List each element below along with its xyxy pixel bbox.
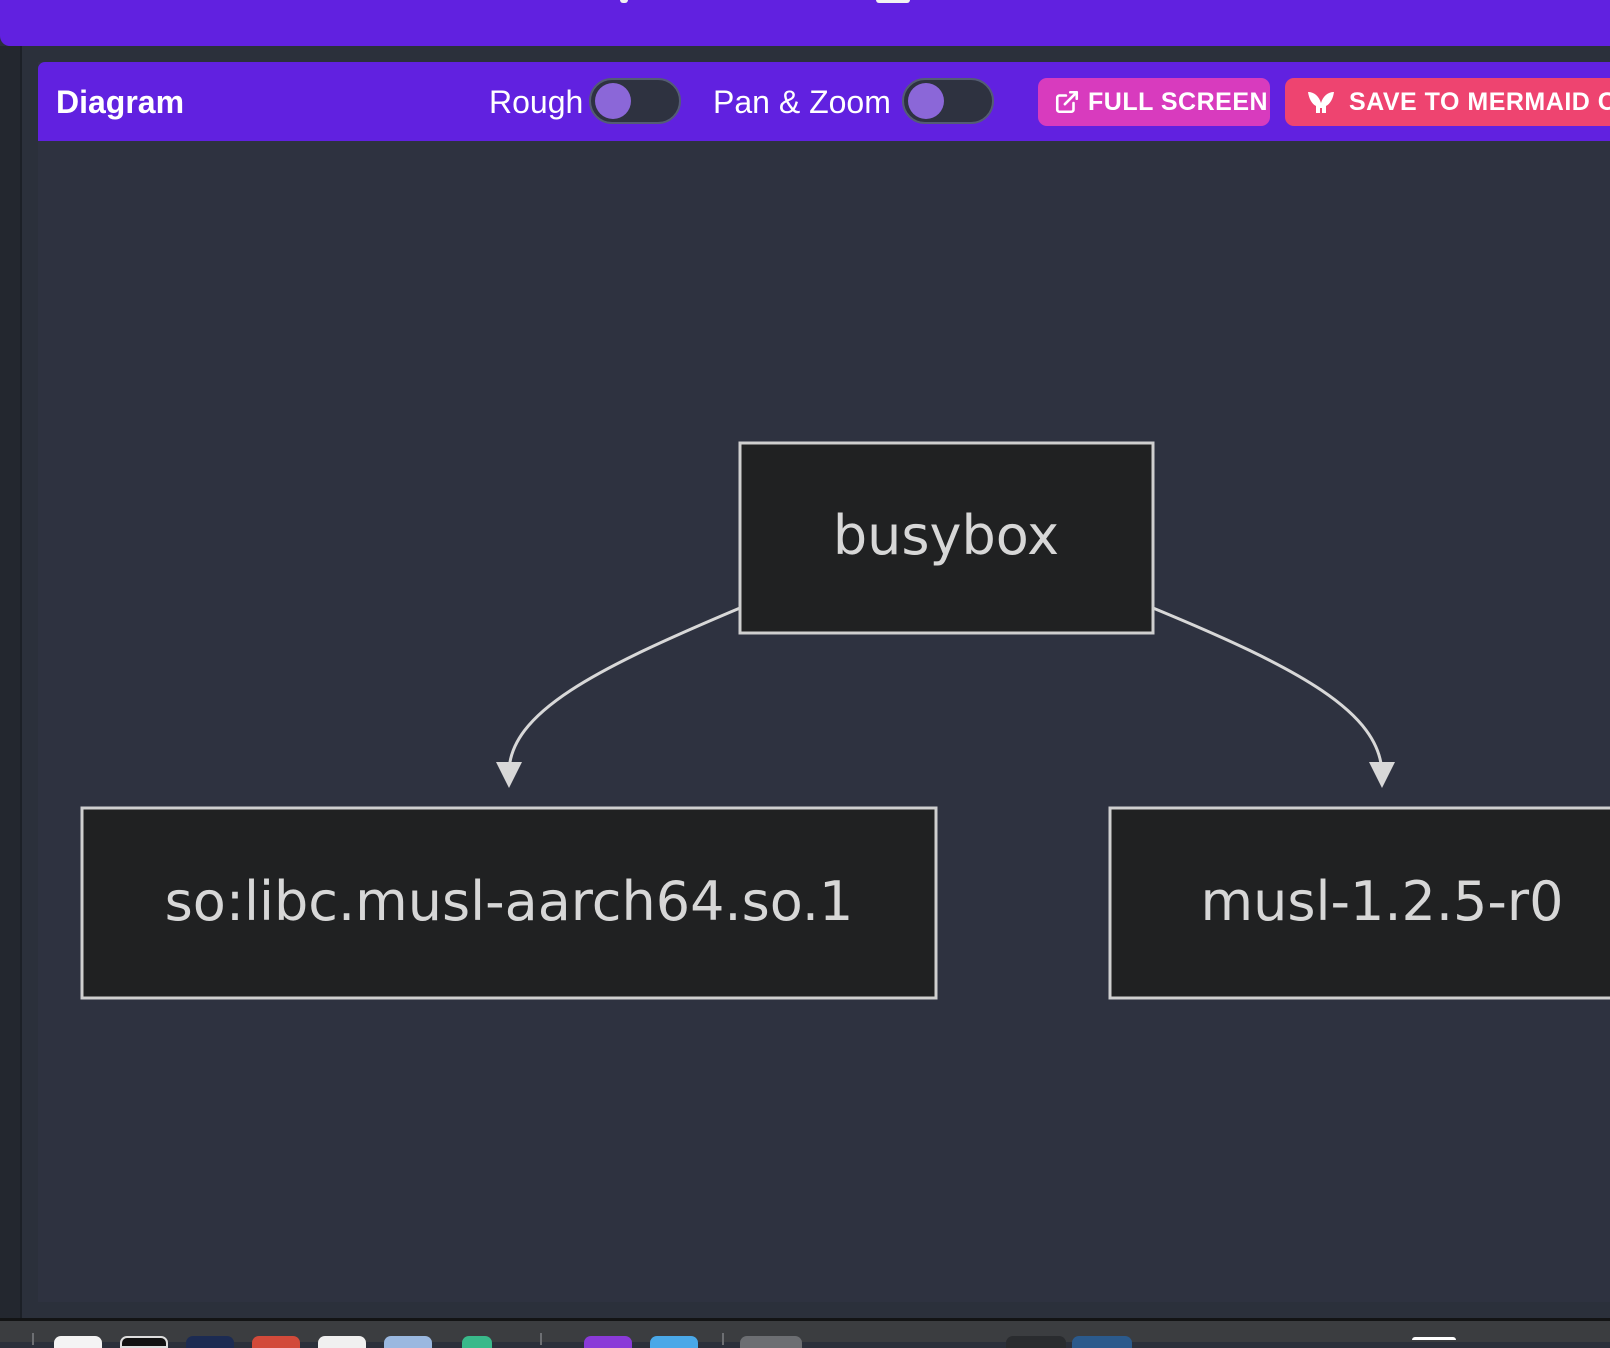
rough-toggle-label: Rough xyxy=(489,84,584,120)
dock-separator xyxy=(722,1333,724,1345)
left-rail-divider xyxy=(20,46,22,1318)
dock-window-thumbnail[interactable] xyxy=(1072,1336,1132,1348)
dock-app-icon[interactable] xyxy=(384,1336,432,1348)
node-label: musl-1.2.5-r0 xyxy=(1201,870,1564,933)
os-dock xyxy=(0,1318,1610,1348)
mermaid-logo-icon xyxy=(1307,90,1335,114)
app-top-bar xyxy=(0,0,1610,46)
dock-app-icon[interactable] xyxy=(650,1336,698,1348)
rough-toggle[interactable] xyxy=(589,78,681,124)
full-screen-label: FULL SCREEN xyxy=(1088,87,1269,116)
diagram-node-libc[interactable]: so:libc.musl-aarch64.so.1 xyxy=(80,806,938,1000)
diagram-node-busybox[interactable]: busybox xyxy=(738,441,1155,635)
dock-app-icon[interactable] xyxy=(318,1336,366,1348)
save-label: SAVE TO MERMAID CHART xyxy=(1349,87,1610,116)
full-screen-button[interactable]: FULL SCREEN xyxy=(1038,78,1270,126)
external-link-icon xyxy=(1054,89,1080,115)
pan-zoom-toggle-label: Pan & Zoom xyxy=(713,84,891,120)
toggle-knob xyxy=(595,83,631,119)
dock-separator xyxy=(32,1333,34,1345)
dock-window-thumbnail[interactable] xyxy=(1006,1336,1066,1348)
toggle-knob xyxy=(908,83,944,119)
top-bar-edge-mark xyxy=(620,0,628,3)
top-bar-edge-mark xyxy=(876,0,910,3)
dock-app-icon[interactable] xyxy=(584,1336,632,1348)
dock-app-icon[interactable] xyxy=(462,1336,492,1348)
diagram-panel-header: Diagram Rough Pan & Zoom FULL SCREEN xyxy=(38,62,1610,141)
dock-app-icon[interactable] xyxy=(186,1336,234,1348)
dock-app-icon[interactable] xyxy=(120,1336,168,1348)
panel-title: Diagram xyxy=(56,84,185,120)
arrowhead xyxy=(1369,762,1395,788)
edge-busybox-to-libc xyxy=(507,606,741,775)
edge-busybox-to-musl xyxy=(1152,606,1384,775)
dock-indicator xyxy=(1412,1337,1456,1340)
arrowhead xyxy=(496,762,522,788)
dock-separator xyxy=(540,1333,542,1345)
dock-app-icon[interactable] xyxy=(252,1336,300,1348)
dock-app-icon[interactable] xyxy=(54,1336,102,1348)
save-to-mermaid-chart-button[interactable]: SAVE TO MERMAID CHART xyxy=(1285,78,1610,126)
diagram-panel: Diagram Rough Pan & Zoom FULL SCREEN xyxy=(38,62,1610,1302)
pan-zoom-toggle[interactable] xyxy=(902,78,994,124)
diagram-node-musl[interactable]: musl-1.2.5-r0 xyxy=(1108,806,1610,1000)
left-editor-rail xyxy=(0,46,20,1318)
node-label: busybox xyxy=(833,504,1059,567)
dock-window-thumbnail[interactable] xyxy=(740,1336,802,1348)
node-label: so:libc.musl-aarch64.so.1 xyxy=(165,870,854,933)
diagram-canvas: busybox so:libc.musl-aarch64.so.1 musl-1… xyxy=(80,441,1610,1000)
